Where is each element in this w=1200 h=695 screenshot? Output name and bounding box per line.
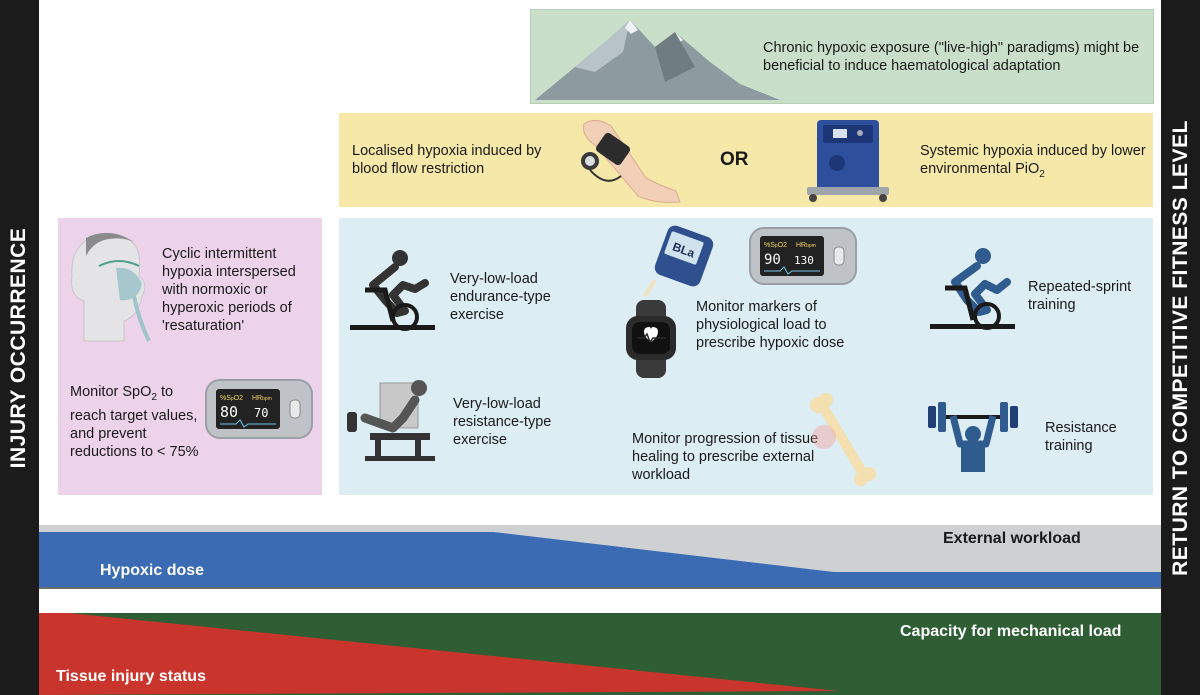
pulse-oximeter-icon: %SpO2 HRbpm 90 130 — [749, 227, 857, 285]
pink-oxi-hr-label: HRbpm — [252, 395, 272, 402]
endurance-exercise-text: Very-low-load endurance-type exercise — [450, 271, 551, 323]
blue-oxi-hr-label: HRbpm — [796, 242, 816, 249]
capacity-injury-band — [39, 613, 1161, 695]
injury-occurrence-label: INJURY OCCURRENCE — [7, 227, 30, 469]
systemic-hypoxia-text: Systemic hypoxia induced by lower enviro… — [920, 142, 1150, 184]
right-sidebar — [1161, 0, 1200, 695]
hypoxia-method-panel — [339, 113, 1153, 207]
resistance-training-text: Resistance training — [1045, 420, 1117, 454]
left-sidebar — [0, 0, 39, 695]
external-workload-area — [39, 525, 1161, 572]
hypoxic-dose-area — [39, 532, 1161, 587]
tissue-injury-label: Tissue injury status — [56, 668, 206, 685]
monitor-markers-text: Monitor markers of physiological load to… — [696, 299, 845, 351]
sprint-bike-icon — [930, 248, 1015, 330]
face-mask-icon — [71, 232, 151, 342]
cyclic-hypoxia-text: Cyclic intermittent hypoxia interspersed… — [162, 246, 296, 334]
pulse-oximeter-icon: %SpO2 HRbpm 80 70 — [205, 379, 313, 439]
monitor-tissue-text: Monitor progression of tissue healing to… — [632, 431, 819, 483]
systemic-hypoxia-main: Systemic hypoxia induced by lower enviro… — [920, 143, 1146, 177]
monitor-spo2-text: Monitor SpO2 to reach target values, and… — [70, 383, 210, 461]
leg-press-icon — [347, 380, 435, 461]
workload-hypoxic-band — [39, 525, 1161, 589]
blue-oxi-hr-value: 130 — [794, 254, 814, 267]
monitor-spo2-prefix: Monitor SpO — [70, 384, 152, 400]
resistance-type-text: Very-low-load resistance-type exercise — [453, 396, 552, 448]
chronic-exposure-text: Chronic hypoxic exposure ("live-high" pa… — [763, 40, 1140, 74]
systemic-hypoxia-subscript: 2 — [1039, 168, 1045, 180]
capacity-label: Capacity for mechanical load — [900, 623, 1122, 640]
barbell-icon — [928, 402, 1018, 472]
bone-icon — [810, 393, 876, 486]
training-panel — [339, 218, 1153, 495]
pink-oxi-spo2-value: 80 — [220, 403, 238, 421]
arm-cuff-icon — [581, 120, 681, 203]
hypoxic-generator-icon — [807, 120, 889, 202]
tissue-injury-area — [39, 613, 839, 695]
blue-oxi-spo2-label: %SpO2 — [764, 242, 787, 249]
hypoxic-dose-label: Hypoxic dose — [100, 562, 205, 579]
external-workload-label: External workload — [943, 530, 1081, 547]
or-label: OR — [720, 149, 749, 170]
pink-oxi-hr-value: 70 — [254, 406, 268, 420]
pink-oxi-spo2-label: %SpO2 — [220, 395, 243, 402]
monitor-spo2-suffix: to reach target values, and prevent redu… — [70, 384, 199, 460]
monitor-spo2-subscript: 2 — [151, 391, 157, 403]
blue-oxi-spo2-value: 90 — [764, 252, 781, 268]
sprint-training-text: Repeated-sprint training — [1028, 279, 1132, 313]
mountain-icon — [535, 20, 780, 100]
smartwatch-icon — [626, 300, 676, 378]
localised-hypoxia-text: Localised hypoxia induced by blood flow … — [352, 143, 542, 177]
glucometer-icon: BLa — [643, 225, 714, 298]
return-to-fitness-label: RETURN TO COMPETITIVE FITNESS LEVEL — [1169, 120, 1192, 576]
exercise-bike-icon — [350, 250, 435, 331]
